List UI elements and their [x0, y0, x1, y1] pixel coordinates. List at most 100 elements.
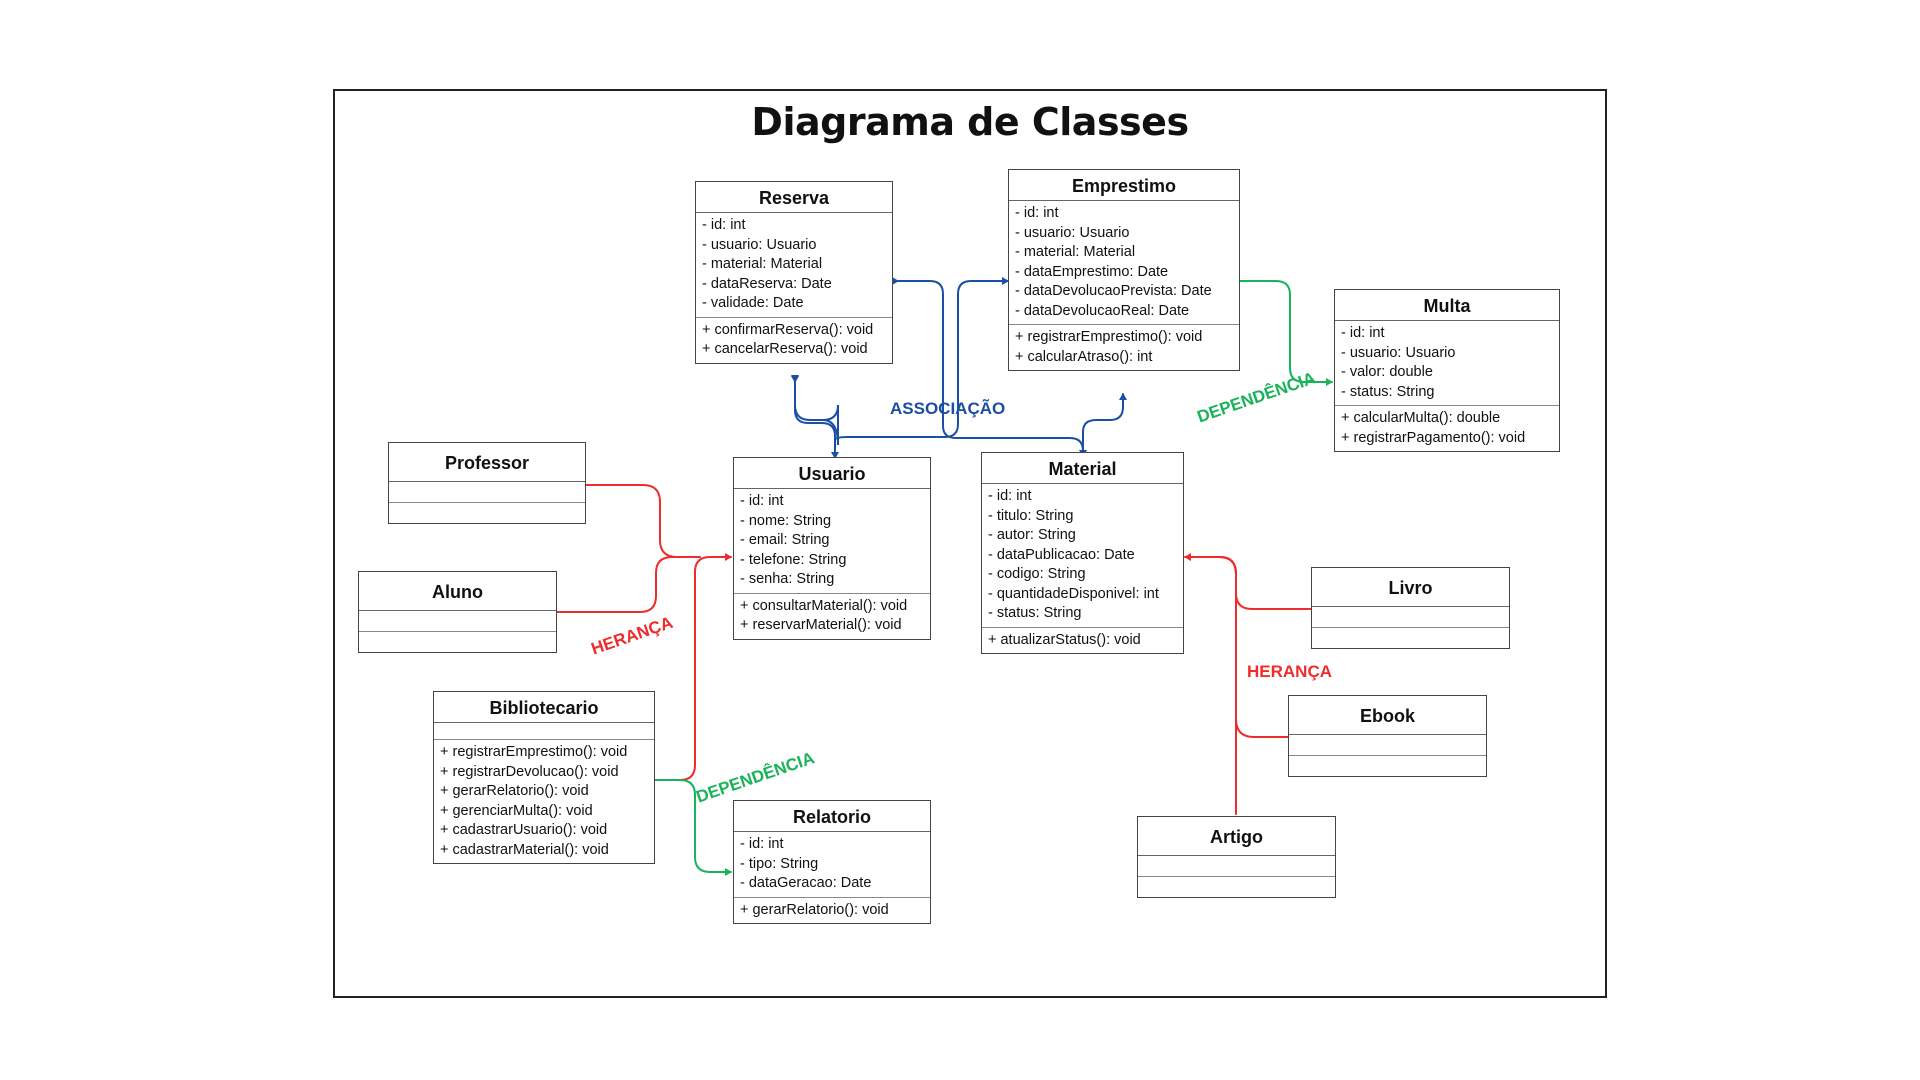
class-reserva: Reserva - id: int - usuario: Usuario - m… — [695, 181, 893, 364]
method: + reservarMaterial(): void — [740, 617, 902, 633]
methods-section — [389, 503, 585, 523]
attribute: - telefone: String — [740, 551, 847, 568]
diagram-frame — [333, 89, 1607, 998]
methods-section — [359, 632, 556, 652]
attributes-section — [434, 723, 654, 740]
attribute: - tipo: String — [740, 855, 819, 872]
attributes-section: - id: int - usuario: Usuario - material:… — [696, 213, 892, 318]
association-usuario-emprestimo — [834, 277, 1009, 441]
class-livro: Livro — [1311, 567, 1510, 649]
association-usuario-reserva — [791, 375, 839, 446]
class-emprestimo: Emprestimo - id: int - usuario: Usuario … — [1008, 169, 1240, 371]
attribute: - nome: String — [740, 512, 832, 529]
method: + registrarPagamento(): void — [1341, 429, 1526, 446]
association-material-emprestimo — [1082, 393, 1127, 451]
methods-section: + registrarEmprestimo(): void + registra… — [434, 740, 654, 863]
method: + registrarDevolucao(): void — [440, 763, 619, 780]
method: + gerarRelatorio(): void — [440, 783, 589, 799]
attribute: - codigo: String — [988, 566, 1086, 582]
methods-section: + atualizarStatus(): void — [982, 628, 1183, 654]
label-associacao: ASSOCIAÇÃO — [890, 399, 1006, 418]
attribute: - dataDevolucaoReal: Date — [1015, 302, 1190, 319]
method: + registrarEmprestimo(): void — [1015, 329, 1203, 345]
diagram-title: Diagrama de Classes — [751, 100, 1189, 144]
class-relatorio: Relatorio - id: int - tipo: String - dat… — [733, 800, 931, 924]
attribute: - dataDevolucaoPrevista: Date — [1015, 283, 1212, 299]
class-usuario: Usuario - id: int - nome: String - email… — [733, 457, 931, 640]
method: + calcularMulta(): double — [1341, 410, 1501, 426]
method: + confirmarReserva(): void — [702, 321, 874, 338]
class-name: Professor — [389, 443, 585, 482]
class-name: Artigo — [1138, 817, 1335, 856]
dependency-emprestimo-multa — [1239, 280, 1333, 386]
class-name: Relatorio — [734, 801, 930, 832]
class-ebook: Ebook — [1288, 695, 1487, 777]
attributes-section — [389, 482, 585, 503]
class-name: Aluno — [359, 572, 556, 611]
association-reserva-material — [892, 277, 1087, 457]
attribute: - material: Material — [702, 256, 823, 272]
attributes-section: - id: int - nome: String - email: String… — [734, 489, 930, 594]
attribute: - email: String — [740, 532, 830, 548]
inheritance-aluno-usuario — [556, 556, 701, 613]
class-multa: Multa - id: int - usuario: Usuario - val… — [1334, 289, 1560, 452]
method: + gerenciarMulta(): void — [440, 802, 593, 819]
class-name: Livro — [1312, 568, 1509, 607]
attribute: - id: int — [740, 493, 784, 509]
methods-section — [1289, 756, 1486, 776]
class-name: Emprestimo — [1009, 170, 1239, 201]
attribute: - usuario: Usuario — [1015, 224, 1130, 241]
class-name: Ebook — [1289, 696, 1486, 735]
class-material: Material - id: int - titulo: String - au… — [981, 452, 1184, 654]
attribute: - valor: double — [1341, 364, 1433, 380]
method: + consultarMaterial(): void — [740, 597, 908, 614]
attributes-section: - id: int - usuario: Usuario - material:… — [1009, 201, 1239, 325]
class-artigo: Artigo — [1137, 816, 1336, 898]
class-name: Reserva — [696, 182, 892, 213]
attribute: - id: int — [740, 836, 784, 852]
attribute: - autor: String — [988, 527, 1076, 543]
method: + registrarEmprestimo(): void — [440, 744, 628, 760]
attribute: - id: int — [702, 217, 746, 233]
attribute: - id: int — [988, 488, 1032, 504]
method: + calcularAtraso(): int — [1015, 348, 1153, 365]
attributes-section — [1312, 607, 1509, 628]
attributes-section — [1138, 856, 1335, 877]
class-name: Multa — [1335, 290, 1559, 321]
attribute: - status: String — [1341, 383, 1435, 400]
inheritance-professor-usuario — [585, 484, 701, 558]
method: + cancelarReserva(): void — [702, 341, 868, 357]
attributes-section: - id: int - titulo: String - autor: Stri… — [982, 484, 1183, 628]
attribute: - material: Material — [1015, 244, 1136, 260]
association-usuario-reserva-line — [791, 376, 839, 459]
attribute: - quantidadeDisponivel: int — [988, 585, 1159, 602]
class-bibliotecario: Bibliotecario + registrarEmprestimo(): v… — [433, 691, 655, 864]
methods-section: + gerarRelatorio(): void — [734, 898, 930, 924]
dependency-bibliotecario-relatorio — [654, 779, 732, 876]
method: + atualizarStatus(): void — [988, 631, 1141, 648]
attribute: - id: int — [1015, 205, 1059, 221]
attributes-section: - id: int - tipo: String - dataGeracao: … — [734, 832, 930, 898]
attribute: - dataGeracao: Date — [740, 875, 872, 891]
class-name: Bibliotecario — [434, 692, 654, 723]
method: + cadastrarUsuario(): void — [440, 822, 608, 838]
class-aluno: Aluno — [358, 571, 557, 653]
inheritance-ebook-material — [1199, 556, 1289, 738]
inheritance-livro-material — [1199, 556, 1312, 610]
attribute: - senha: String — [740, 571, 835, 587]
label-heranca-material: HERANÇA — [1247, 662, 1332, 681]
attribute: - dataPublicacao: Date — [988, 546, 1135, 563]
attribute: - usuario: Usuario — [1341, 344, 1456, 361]
class-name: Usuario — [734, 458, 930, 489]
inheritance-bibliotecario-usuario — [654, 553, 732, 781]
attribute: - id: int — [1341, 325, 1385, 341]
methods-section — [1138, 877, 1335, 897]
methods-section: + registrarEmprestimo(): void + calcular… — [1009, 325, 1239, 370]
method: + cadastrarMaterial(): void — [440, 841, 609, 858]
class-professor: Professor — [388, 442, 586, 524]
attribute: - titulo: String — [988, 507, 1074, 524]
attribute: - usuario: Usuario — [702, 236, 817, 253]
methods-section — [1312, 628, 1509, 648]
method: + gerarRelatorio(): void — [740, 901, 889, 918]
